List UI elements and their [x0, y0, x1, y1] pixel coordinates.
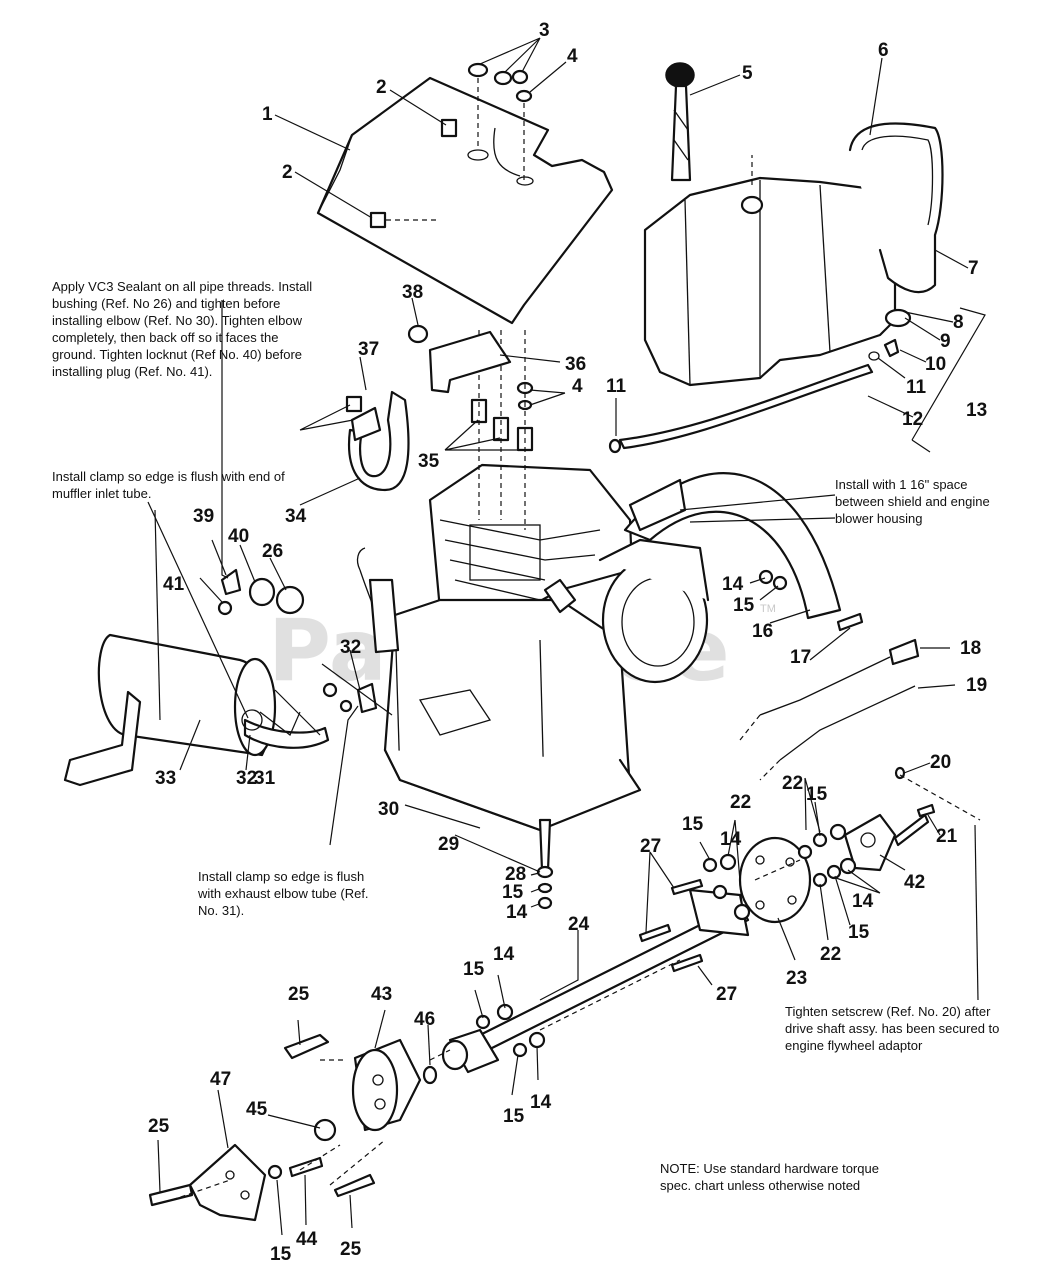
- callout-22: 22: [782, 773, 803, 794]
- callout-42: 42: [904, 872, 925, 893]
- shield-hardware: [369, 62, 533, 229]
- callout-14: 14: [506, 902, 528, 923]
- callout-2: 2: [282, 162, 293, 183]
- dashed-assembly-lines: [171, 774, 981, 1201]
- muffler: [63, 633, 330, 787]
- engine: [359, 463, 642, 832]
- callout-35: 35: [418, 451, 440, 472]
- callout-44: 44: [296, 1229, 318, 1250]
- fuel-gauge: [665, 62, 695, 182]
- callout-2: 2: [376, 77, 387, 98]
- callout-22: 22: [820, 944, 841, 965]
- callout-23: 23: [786, 968, 807, 989]
- callout-14: 14: [530, 1092, 552, 1113]
- drive-shaft: [441, 888, 750, 1074]
- callout-14: 14: [852, 891, 874, 912]
- callout-19: 19: [966, 675, 987, 696]
- control-cables: [739, 638, 920, 781]
- callouts: 1 2 2 3 4 4 5 6 7 8 9 10 11 11 12 13 14 …: [148, 20, 987, 1265]
- callout-4: 4: [567, 46, 578, 67]
- callout-15: 15: [682, 814, 704, 835]
- callout-15: 15: [806, 784, 828, 805]
- callout-45: 45: [246, 1099, 268, 1120]
- callout-5: 5: [742, 63, 753, 84]
- callout-25: 25: [288, 984, 310, 1005]
- callout-1: 1: [262, 104, 273, 125]
- callout-32: 32: [236, 768, 257, 789]
- callout-15: 15: [463, 959, 485, 980]
- callout-4: 4: [572, 376, 583, 397]
- note-shield-space: Install with 1 16" space between shield …: [835, 477, 990, 526]
- callout-9: 9: [940, 331, 951, 352]
- callout-34: 34: [285, 506, 307, 527]
- callout-11: 11: [906, 377, 927, 398]
- note-clamp-muffler: Install clamp so edge is flush with end …: [52, 469, 285, 501]
- callout-10: 10: [925, 354, 946, 375]
- callout-46: 46: [414, 1009, 435, 1030]
- spark-plug-boot: [356, 547, 400, 654]
- callout-32: 32: [340, 637, 361, 658]
- callout-37: 37: [358, 339, 379, 360]
- callout-47: 47: [210, 1069, 231, 1090]
- callout-36: 36: [565, 354, 586, 375]
- coupling-43: [351, 1038, 422, 1132]
- callout-3: 3: [539, 20, 550, 41]
- callout-12: 12: [902, 409, 923, 430]
- callout-25: 25: [148, 1116, 170, 1137]
- fuel-line-parts: [608, 308, 912, 454]
- callout-26: 26: [262, 541, 283, 562]
- callout-33: 33: [155, 768, 176, 789]
- note-sealant: Apply VC3 Sealant on all pipe threads. I…: [52, 279, 313, 379]
- callout-41: 41: [163, 574, 185, 595]
- callout-17: 17: [790, 647, 811, 668]
- callout-16: 16: [752, 621, 773, 642]
- callout-15: 15: [270, 1244, 292, 1265]
- watermark-trademark: TM: [760, 603, 776, 615]
- fuel-tank: [643, 155, 897, 387]
- callout-13: 13: [966, 400, 987, 421]
- note-setscrew: Tighten setscrew (Ref. No. 20) after dri…: [785, 1004, 1000, 1053]
- exhaust-fittings: [217, 568, 393, 716]
- callout-14: 14: [720, 829, 742, 850]
- callout-27: 27: [716, 984, 737, 1005]
- callout-40: 40: [228, 526, 249, 547]
- coupling-42: [843, 813, 930, 872]
- callout-22: 22: [730, 792, 751, 813]
- engine-shield: [316, 76, 614, 325]
- tank-strap: [848, 122, 944, 294]
- callout-15: 15: [502, 882, 524, 903]
- callout-18: 18: [960, 638, 981, 659]
- callout-15: 15: [503, 1106, 525, 1127]
- callout-43: 43: [371, 984, 392, 1005]
- note-hardware: NOTE: Use standard hardware torque spec.…: [660, 1161, 879, 1193]
- callout-15: 15: [733, 595, 755, 616]
- callout-14: 14: [722, 574, 744, 595]
- callout-25: 25: [340, 1239, 362, 1260]
- callout-8: 8: [953, 312, 964, 333]
- callout-6: 6: [878, 40, 889, 61]
- bracket-36: [407, 324, 512, 394]
- callout-30: 30: [378, 799, 399, 820]
- blower-housing: [598, 538, 710, 684]
- callout-7: 7: [968, 258, 979, 279]
- callout-31: 31: [254, 768, 276, 789]
- clamp-34: [345, 390, 410, 492]
- callout-14: 14: [493, 944, 515, 965]
- bolts-and-washers: [148, 569, 936, 1207]
- bracket-47: [188, 1143, 267, 1222]
- callout-20: 20: [930, 752, 951, 773]
- callout-27: 27: [640, 836, 661, 857]
- callout-24: 24: [568, 914, 590, 935]
- callout-21: 21: [936, 826, 958, 847]
- callout-28: 28: [505, 864, 526, 885]
- callout-11: 11: [606, 376, 627, 397]
- note-clamp-exhaust: Install clamp so edge is flush with exha…: [198, 869, 369, 918]
- callout-38: 38: [402, 282, 423, 303]
- callout-39: 39: [193, 506, 214, 527]
- callout-15: 15: [848, 922, 870, 943]
- leader-lines: [147, 37, 986, 1236]
- callout-29: 29: [438, 834, 459, 855]
